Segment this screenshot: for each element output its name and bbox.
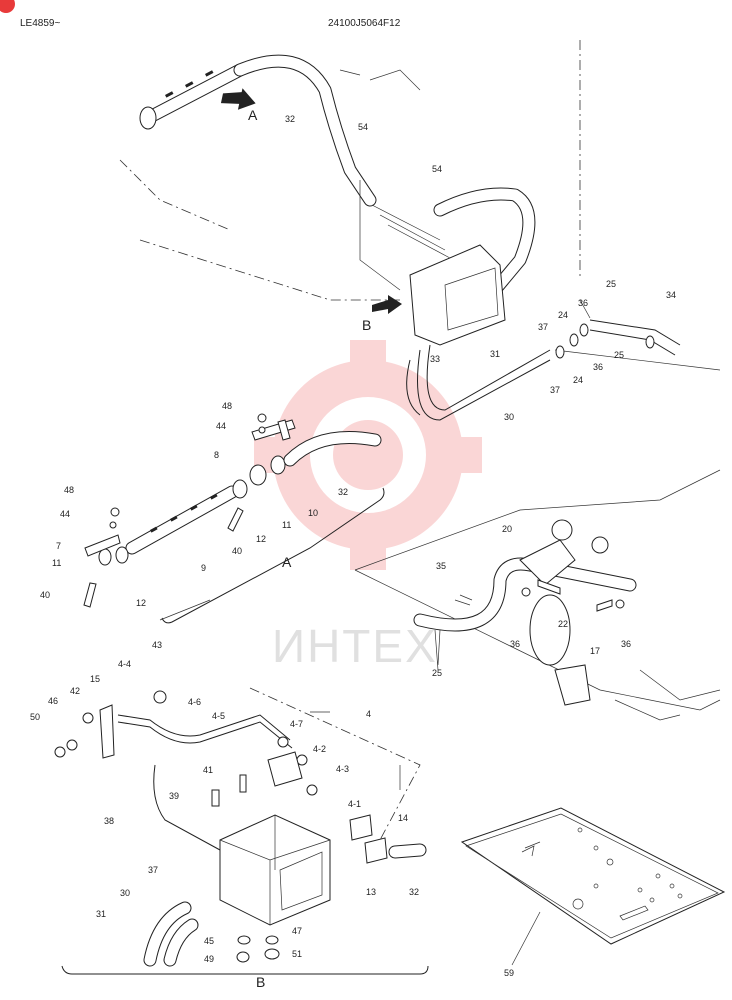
callout-30b: 30 — [120, 888, 130, 898]
callout-24b: 24 — [573, 375, 583, 385]
callout-25b: 25 — [614, 350, 624, 360]
callout-39: 39 — [169, 791, 179, 801]
intake-pipe-top — [139, 63, 247, 130]
callout-22: 22 — [558, 619, 568, 629]
callout-4-6: 4-6 — [188, 697, 201, 707]
callout-45: 45 — [204, 936, 214, 946]
callout-9: 9 — [201, 563, 206, 573]
callout-44b: 44 — [60, 509, 70, 519]
callout-b-detail: B — [256, 974, 265, 990]
arrow-a-top — [220, 88, 256, 110]
callout-4-7: 4-7 — [290, 719, 303, 729]
callout-41: 41 — [203, 765, 213, 775]
callout-20: 20 — [502, 524, 512, 534]
callout-37b: 37 — [550, 385, 560, 395]
callout-51: 51 — [292, 949, 302, 959]
callout-48a: 48 — [222, 401, 232, 411]
callout-a-detail: A — [282, 554, 292, 570]
callout-7: 7 — [56, 541, 61, 551]
callout-12b: 12 — [136, 598, 146, 608]
callout-25a: 25 — [606, 279, 616, 289]
callout-4-1: 4-1 — [348, 799, 361, 809]
callout-a-top: A — [248, 107, 258, 123]
hose-top — [233, 54, 536, 297]
callout-4-3: 4-3 — [336, 764, 349, 774]
callout-15: 15 — [90, 674, 100, 684]
callout-43: 43 — [152, 640, 162, 650]
callout-31a: 31 — [490, 349, 500, 359]
callout-42: 42 — [70, 686, 80, 696]
watermark-logo — [254, 340, 482, 570]
callout-49: 49 — [204, 954, 214, 964]
header-left-code: LE4859~ — [20, 18, 60, 29]
callout-36b: 36 — [593, 362, 603, 372]
callout-47: 47 — [292, 926, 302, 936]
callout-31b: 31 — [96, 909, 106, 919]
detail-b-parts — [54, 687, 429, 975]
callout-25c: 25 — [432, 668, 442, 678]
callout-34: 34 — [666, 290, 676, 300]
callout-40a: 40 — [232, 546, 242, 556]
callout-4-2: 4-2 — [313, 744, 326, 754]
callout-44a: 44 — [216, 421, 226, 431]
callout-37c: 37 — [148, 865, 158, 875]
callout-4: 4 — [366, 709, 371, 719]
callout-10: 10 — [308, 508, 318, 518]
callout-11a: 11 — [282, 520, 291, 530]
callout-b-mid: B — [362, 317, 371, 333]
corner-marker — [0, 0, 15, 13]
arrow-b-mid — [372, 295, 402, 314]
hoses-right-top — [406, 299, 721, 421]
callout-30a: 30 — [504, 412, 514, 422]
callout-8: 8 — [214, 450, 219, 460]
callout-32c: 32 — [409, 887, 419, 897]
callout-33: 33 — [430, 354, 440, 364]
callout-4-5: 4-5 — [212, 711, 225, 721]
callout-40b: 40 — [40, 590, 50, 600]
detail-a-parts — [83, 413, 385, 624]
callout-11b: 11 — [52, 558, 61, 568]
callout-36c: 36 — [510, 639, 520, 649]
watermark-text: ИНТЕХ — [272, 620, 438, 672]
callout-4-4: 4-4 — [118, 659, 131, 669]
callout-36d: 36 — [621, 639, 631, 649]
engine-area-right — [354, 469, 721, 721]
callout-13: 13 — [366, 887, 376, 897]
callout-54b: 54 — [432, 164, 442, 174]
callout-17: 17 — [590, 646, 600, 656]
callout-36a: 36 — [578, 298, 588, 308]
machine-outline-top — [119, 40, 581, 301]
callout-38: 38 — [104, 816, 114, 826]
callout-54a: 54 — [358, 122, 368, 132]
heater-unit-top — [359, 180, 506, 346]
callout-50: 50 — [30, 712, 40, 722]
callout-37a: 37 — [538, 322, 548, 332]
callout-24a: 24 — [558, 310, 568, 320]
callout-59: 59 — [504, 968, 514, 978]
callout-32a: 32 — [285, 114, 295, 124]
plate-59 — [460, 807, 726, 966]
callout-12a: 12 — [256, 534, 266, 544]
callout-35: 35 — [436, 561, 446, 571]
callout-48b: 48 — [64, 485, 74, 495]
header-part-number: 24100J5064F12 — [328, 18, 401, 29]
callout-46: 46 — [48, 696, 58, 706]
callout-14: 14 — [398, 813, 408, 823]
callout-32b: 32 — [338, 487, 348, 497]
